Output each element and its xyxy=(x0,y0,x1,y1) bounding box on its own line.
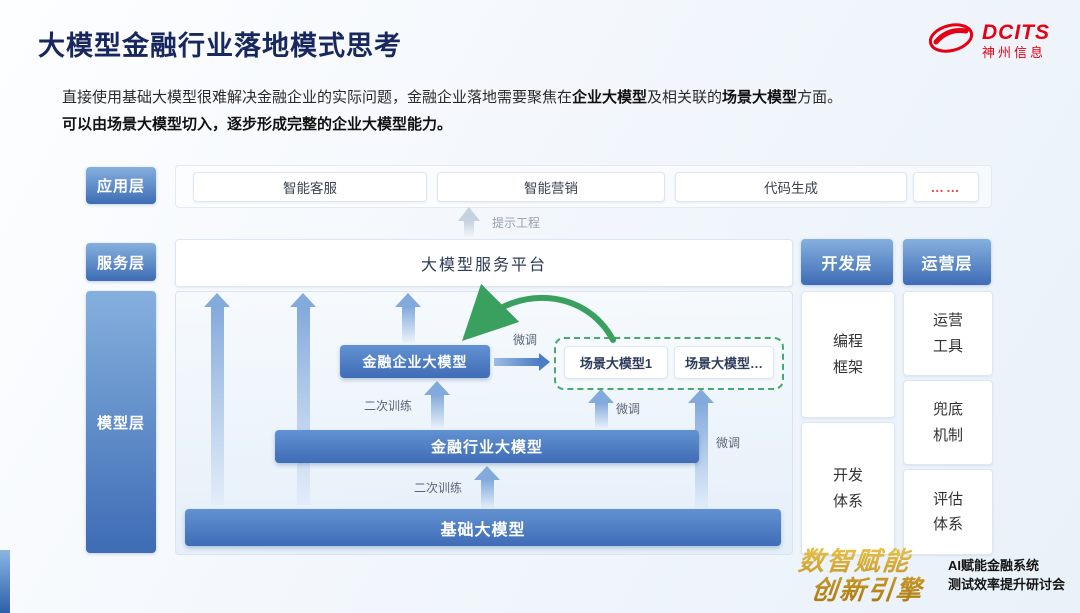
prompt-engineering-arrow xyxy=(458,207,480,237)
up-arrow-finetune xyxy=(688,389,714,508)
operations-layer-badge: 运营层 xyxy=(903,239,991,285)
company-logo: DCITS 神州信息 xyxy=(928,21,1050,61)
service-layer-badge: 服务层 xyxy=(86,243,156,281)
slogan-line1: 数智赋能 xyxy=(797,546,913,576)
ops-item-operation-tools: 运营工具 xyxy=(903,291,993,376)
finetune-label: 微调 xyxy=(716,436,741,450)
industry-model-box: 金融行业大模型 xyxy=(275,430,699,463)
application-layer-badge: 应用层 xyxy=(86,167,156,204)
intro-text: 直接使用基础大模型很难解决金融企业的实际问题，金融企业落地需要聚焦在企业大模型及… xyxy=(62,84,1012,138)
enterprise-model-box: 金融企业大模型 xyxy=(340,345,490,378)
event-line2: 测试效率提升研讨会 xyxy=(948,577,1066,592)
up-arrow xyxy=(204,293,230,505)
secondary-training-label: 二次训练 xyxy=(364,399,413,413)
up-arrow-finetune xyxy=(588,389,614,428)
feedback-curve-arrow xyxy=(462,283,616,343)
decorative-strip xyxy=(0,550,10,613)
scenario-model-1-box: 场景大模型1 xyxy=(564,346,668,379)
app-item-code-generation: 代码生成 xyxy=(675,172,907,202)
dev-item-development-system: 开发体系 xyxy=(801,422,895,555)
finetune-label: 微调 xyxy=(616,402,641,416)
footer-event: AI赋能金融系统 测试效率提升研讨会 xyxy=(948,556,1065,594)
up-arrow-secondary-training xyxy=(424,381,450,428)
app-item-customer-service: 智能客服 xyxy=(193,172,427,202)
intro-line2: 可以由场景大模型切入，逐步形成完整的企业大模型能力。 xyxy=(62,116,453,133)
logo-brand-text: DCITS xyxy=(982,21,1050,44)
prompt-engineering-label: 提示工程 xyxy=(492,216,541,230)
slogan-line2: 创新引擎 xyxy=(809,575,926,605)
ops-item-evaluation-system: 评估体系 xyxy=(903,469,993,555)
ops-item-fallback-mechanism: 兜底机制 xyxy=(903,380,993,465)
scenario-model-more-box: 场景大模型… xyxy=(674,346,774,379)
logo-swoosh-icon xyxy=(928,22,974,59)
secondary-training-label: 二次训练 xyxy=(414,481,463,495)
page-title: 大模型金融行业落地模式思考 xyxy=(38,31,402,61)
model-layer-badge: 模型层 xyxy=(86,291,156,553)
right-arrow-finetune xyxy=(494,353,550,371)
app-item-marketing: 智能营销 xyxy=(437,172,665,202)
footer-slogan: 数智赋能 创新引擎 xyxy=(794,547,928,605)
event-line1: AI赋能金融系统 xyxy=(948,558,1040,573)
up-arrow-secondary-training xyxy=(474,466,500,508)
app-item-more: …… xyxy=(913,172,979,202)
up-arrow xyxy=(395,293,421,343)
service-platform-box: 大模型服务平台 xyxy=(175,239,793,287)
finetune-label: 微调 xyxy=(513,333,538,347)
base-model-box: 基础大模型 xyxy=(185,509,781,546)
logo-company-text: 神州信息 xyxy=(982,45,1047,61)
up-arrow xyxy=(290,293,316,505)
intro-line1: 直接使用基础大模型很难解决金融企业的实际问题，金融企业落地需要聚焦在企业大模型及… xyxy=(62,89,843,106)
development-layer-badge: 开发层 xyxy=(801,239,893,285)
dev-item-programming-framework: 编程框架 xyxy=(801,291,895,418)
